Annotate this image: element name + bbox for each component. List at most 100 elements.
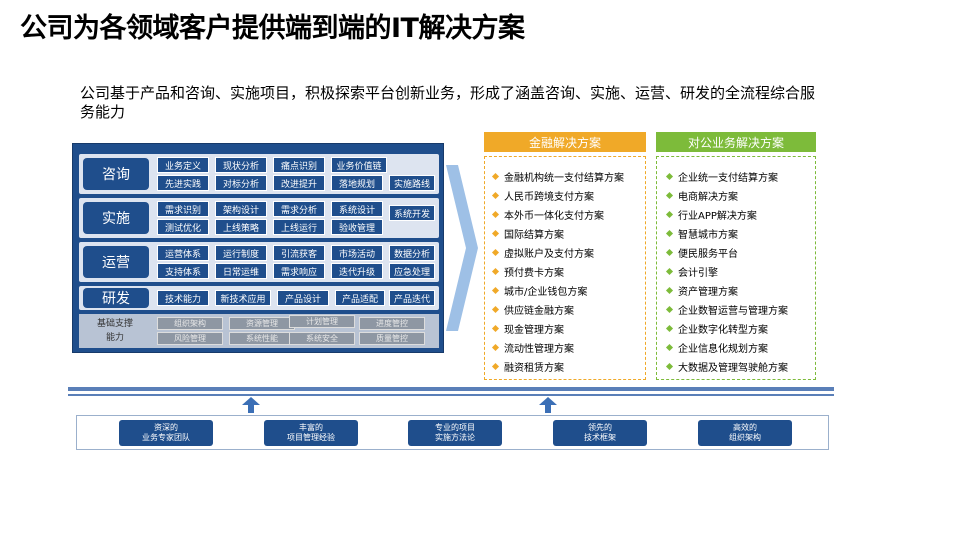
chip: 先进实践 (157, 175, 209, 191)
list-item: 金融机构统一支付结算方案 (491, 169, 624, 184)
item-label: 人民币跨境支付方案 (504, 192, 594, 203)
pillar-line2: 业务专家团队 (142, 433, 190, 442)
foundation-label-line1: 基础支撑 (96, 319, 133, 329)
item-label: 大数据及管理驾驶舱方案 (678, 363, 788, 374)
pillar-line2: 组织架构 (729, 433, 761, 442)
item-label: 融资租赁方案 (504, 363, 564, 374)
finance-list: 金融机构统一支付结算方案 人民币跨境支付方案 本外币一体化支付方案 国际结算方案… (484, 156, 646, 380)
list-item: 便民服务平台 (665, 245, 738, 260)
foundation-band-bottom (68, 394, 834, 396)
chip: 市场活动 (331, 245, 383, 261)
chip: 架构设计 (215, 201, 267, 217)
chip: 业务定义 (157, 157, 209, 173)
chip: 运行制度 (215, 245, 267, 261)
row-consulting: 咨询 业务定义 现状分析 痛点识别 业务价值链 先进实践 对标分析 改进提升 落… (79, 154, 439, 194)
list-item: 行业APP解决方案 (665, 207, 757, 222)
list-item: 城市/企业钱包方案 (491, 283, 587, 298)
pillar-line2: 项目管理经验 (287, 433, 335, 442)
pillar: 领先的 技术框架 (553, 420, 647, 446)
bullet-icon (491, 267, 500, 276)
service-panel: 咨询 业务定义 现状分析 痛点识别 业务价值链 先进实践 对标分析 改进提升 落… (72, 143, 444, 353)
chip: 验收管理 (331, 219, 383, 235)
list-item: 资产管理方案 (665, 283, 738, 298)
bullet-icon (491, 210, 500, 219)
list-item: 智慧城市方案 (665, 226, 738, 241)
arrow-up-icon (539, 397, 557, 413)
item-label: 企业数字化转型方案 (678, 325, 768, 336)
bullet-icon (491, 229, 500, 238)
chip: 需求响应 (273, 263, 325, 279)
list-item: 国际结算方案 (491, 226, 564, 241)
intro-text: 公司基于产品和咨询、实施项目，积极探索平台创新业务，形成了涵盖咨询、实施、运营、… (80, 84, 816, 121)
bullet-icon (665, 210, 674, 219)
chevron-right-icon (446, 165, 478, 331)
pillar: 专业的项目 实施方法论 (408, 420, 502, 446)
bullet-icon (665, 305, 674, 314)
chip: 支持体系 (157, 263, 209, 279)
chip: 测试优化 (157, 219, 209, 235)
item-label: 便民服务平台 (678, 249, 738, 260)
bullet-icon (665, 324, 674, 333)
chip: 需求识别 (157, 201, 209, 217)
list-item: 本外币一体化支付方案 (491, 207, 604, 222)
item-label: 国际结算方案 (504, 230, 564, 241)
bullet-icon (491, 286, 500, 295)
chip: 迭代升级 (331, 263, 383, 279)
item-label: 企业数智运营与管理方案 (678, 306, 788, 317)
bullet-icon (665, 343, 674, 352)
chip: 落地规划 (331, 175, 383, 191)
item-label: 企业统一支付结算方案 (678, 173, 778, 184)
row-label: 运营 (83, 246, 149, 278)
pillar: 资深的 业务专家团队 (119, 420, 213, 446)
pillar-line1: 丰富的 (299, 423, 323, 432)
row-operations: 运营 运营体系 运行制度 引流获客 市场活动 数据分析 支持体系 日常运维 需求… (79, 242, 439, 282)
bullet-icon (491, 343, 500, 352)
item-label: 预付费卡方案 (504, 268, 564, 279)
bullet-icon (491, 362, 500, 371)
pillar-line1: 高效的 (733, 423, 757, 432)
chip: 技术能力 (157, 290, 209, 306)
list-item: 虚拟账户及支付方案 (491, 245, 594, 260)
item-label: 本外币一体化支付方案 (504, 211, 604, 222)
foundation-chip: 组织架构 (157, 317, 223, 330)
foundation-chip: 资源管理 (229, 317, 295, 330)
bullet-icon (665, 362, 674, 371)
chip: 数据分析 (389, 245, 435, 261)
item-label: 行业APP解决方案 (678, 211, 757, 222)
chip: 业务价值链 (331, 157, 387, 173)
row-label: 研发 (83, 288, 149, 308)
list-item: 企业数字化转型方案 (665, 321, 768, 336)
chip: 系统开发 (389, 205, 435, 221)
list-item: 企业数智运营与管理方案 (665, 302, 788, 317)
foundation-chip: 质量管控 (359, 332, 425, 345)
list-item: 会计引擎 (665, 264, 718, 279)
foundation-label-line2: 能力 (105, 333, 124, 343)
list-item: 预付费卡方案 (491, 264, 564, 279)
foundation-chip: 风险管理 (157, 332, 223, 345)
chip: 运营体系 (157, 245, 209, 261)
pillar-line1: 专业的项目 (435, 423, 475, 432)
item-label: 电商解决方案 (678, 192, 738, 203)
chip: 应急处理 (389, 263, 435, 279)
capability-pillars: 资深的 业务专家团队 丰富的 项目管理经验 专业的项目 实施方法论 领先的 技术… (76, 415, 829, 450)
chip: 痛点识别 (273, 157, 325, 173)
bullet-icon (491, 172, 500, 181)
chip: 改进提升 (273, 175, 325, 191)
list-item: 大数据及管理驾驶舱方案 (665, 359, 788, 374)
chip: 需求分析 (273, 201, 325, 217)
list-item: 供应链金融方案 (491, 302, 574, 317)
pillar: 丰富的 项目管理经验 (264, 420, 358, 446)
list-item: 融资租赁方案 (491, 359, 564, 374)
chip: 新技术应用 (215, 290, 271, 306)
foundation-row: 基础支撑 能力 组织架构 资源管理 计划管理 进度管控 风险管理 系统性能 系统… (79, 314, 439, 348)
item-label: 会计引擎 (678, 268, 718, 279)
bullet-icon (665, 172, 674, 181)
chip: 上线策略 (215, 219, 267, 235)
list-item: 企业信息化规划方案 (665, 340, 768, 355)
page-title: 公司为各领域客户提供端到端的IT解决方案 (20, 13, 525, 44)
foundation-chip: 系统性能 (229, 332, 295, 345)
pillar: 高效的 组织架构 (698, 420, 792, 446)
pillar-line1: 资深的 (154, 423, 178, 432)
row-label: 实施 (83, 202, 149, 234)
arrow-up-icon (242, 397, 260, 413)
